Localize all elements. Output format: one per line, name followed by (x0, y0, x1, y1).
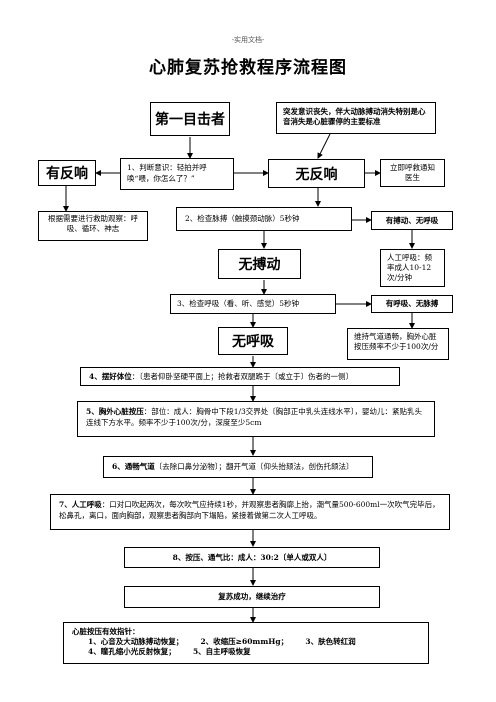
step2-text: 2、检查脉搏（触摸颈动脉）5秒钟 (185, 214, 300, 223)
step1-text: 1、判断意识：轻拍并呼唤“喂，你怎么了？” (127, 163, 207, 183)
no-breath-label: 无呼吸 (232, 334, 274, 350)
effective-item: 4、瞳孔缩小光反射恢复； (88, 647, 176, 656)
step8-box: 8、按压、通气比：成人：30:2〔单人或双人〕 (124, 547, 380, 568)
first-witness-label: 第一目击者 (155, 112, 225, 128)
no-pulse-label: 无搏动 (238, 257, 281, 273)
step5-text: ：部位：成人：胸骨中下段1/3交界处〔胸部正中乳头连线水平〕，婴幼儿：紧贴乳头连… (86, 407, 423, 427)
step7-box: 7、人工呼吸：口对口吹起两次，每次吹气应持续1秒，并观察患者胸廓上抬，潮气量50… (50, 494, 450, 530)
sudden-loss-text: 突发意识丧失，伴大动脉搏动消失特别是心音消失是心脏骤停的主要标准 (283, 107, 426, 126)
step7-text: ：口对口吹起两次，每次吹气应持续1秒，并观察患者胸廓上抬，潮气量500-600m… (59, 500, 440, 520)
effective-item: 2、收缩压≥60mmHg； (200, 637, 289, 646)
step8-text: 8、按压、通气比：成人：30:2〔单人或双人〕 (172, 552, 332, 562)
page-header-note: -实用文档- (231, 36, 265, 44)
step4-label: 4、摆好体位 (89, 371, 132, 381)
call-help-box: 立即呼救通知医生 (380, 159, 445, 187)
step4-text: ：〔患者仰卧坚硬平面上；抢救者双腿跪于〔或立于〕伤者的一侧〕 (131, 371, 353, 381)
step2-box: 2、检查脉搏（触摸颈动脉）5秒钟 (176, 207, 352, 231)
step6-label: 6、通畅气道 (112, 462, 155, 471)
sudden-loss-box: 突发意识丧失，伴大动脉搏动消失特别是心音消失是心脏骤停的主要标准 (276, 102, 436, 134)
step5-box: 5、胸外心脏按压：部位：成人：胸骨中下段1/3交界处〔胸部正中乳头连线水平〕，婴… (77, 401, 435, 437)
call-help-text: 立即呼救通知医生 (390, 163, 435, 182)
first-witness-box: 第一目击者 (150, 102, 230, 136)
as-needed-box: 根据需要进行救助观察：呼吸、循环、神志 (38, 211, 148, 241)
step1-box: 1、判断意识：轻拍并呼唤“喂，你怎么了？” (120, 158, 234, 190)
as-needed-text: 根据需要进行救助观察：呼吸、循环、神志 (48, 214, 138, 233)
success-box: 复苏成功，继续治疗 (124, 586, 380, 608)
keep-airway-box: 维持气道通畅，胸外心脏按压频率不少于100次/分 (347, 328, 449, 360)
step3-text: 3、检查呼吸（看、听、感觉）5秒钟 (177, 299, 300, 308)
step7-label: 7、人工呼吸 (59, 500, 102, 509)
effective-item: 3、肤色转红润 (305, 637, 356, 646)
breath-no-pulse-text: 有呼吸、无脉搏 (385, 299, 439, 308)
responsive-box: 有反响 (38, 160, 96, 186)
pulse-no-breath-box: 有搏动、无呼吸 (371, 211, 453, 230)
success-text: 复苏成功，继续治疗 (218, 592, 286, 601)
effective-item: 5、自主呼吸恢复 (192, 647, 251, 656)
effective-heading: 心脏按压有效指针： (72, 627, 140, 636)
effective-item: 1、心音及大动脉搏动恢复； (88, 637, 184, 646)
responsive-label: 有反响 (46, 166, 88, 182)
effective-indicators-box: 心脏按压有效指针： 1、心音及大动脉搏动恢复； 2、收缩压≥60mmHg； 3、… (63, 622, 429, 664)
artificial-breath-text: 人工呼吸：频率成人10-12次/分钟 (387, 253, 432, 282)
no-pulse-box: 无搏动 (218, 249, 301, 279)
unresponsive-box: 无反响 (268, 159, 365, 188)
step3-box: 3、检查呼吸（看、听、感觉）5秒钟 (170, 294, 336, 314)
step6-text: 〔去除口鼻分泌物〕；翻开气道〔仰头抬颏法，创伤托颌法〕 (154, 462, 354, 471)
step5-label: 5、胸外心脏按压 (86, 407, 144, 416)
no-breath-box: 无呼吸 (218, 327, 288, 355)
step4-box: 4、摆好体位：〔患者仰卧坚硬平面上；抢救者双腿跪于〔或立于〕伤者的一侧〕 (80, 367, 400, 386)
keep-airway-text: 维持气道通畅，胸外心脏按压频率不少于100次/分 (354, 332, 439, 351)
breath-no-pulse-box: 有呼吸、无脉搏 (371, 295, 453, 313)
artificial-breath-box: 人工呼吸：频率成人10-12次/分钟 (380, 249, 445, 287)
unresponsive-label: 无反响 (295, 166, 338, 183)
pulse-no-breath-text: 有搏动、无呼吸 (385, 215, 439, 225)
step6-box: 6、通畅气道〔去除口鼻分泌物〕；翻开气道〔仰头抬颏法，创伤托颌法〕 (103, 456, 373, 478)
page-title: 心肺复苏抢救程序流程图 (149, 58, 347, 78)
